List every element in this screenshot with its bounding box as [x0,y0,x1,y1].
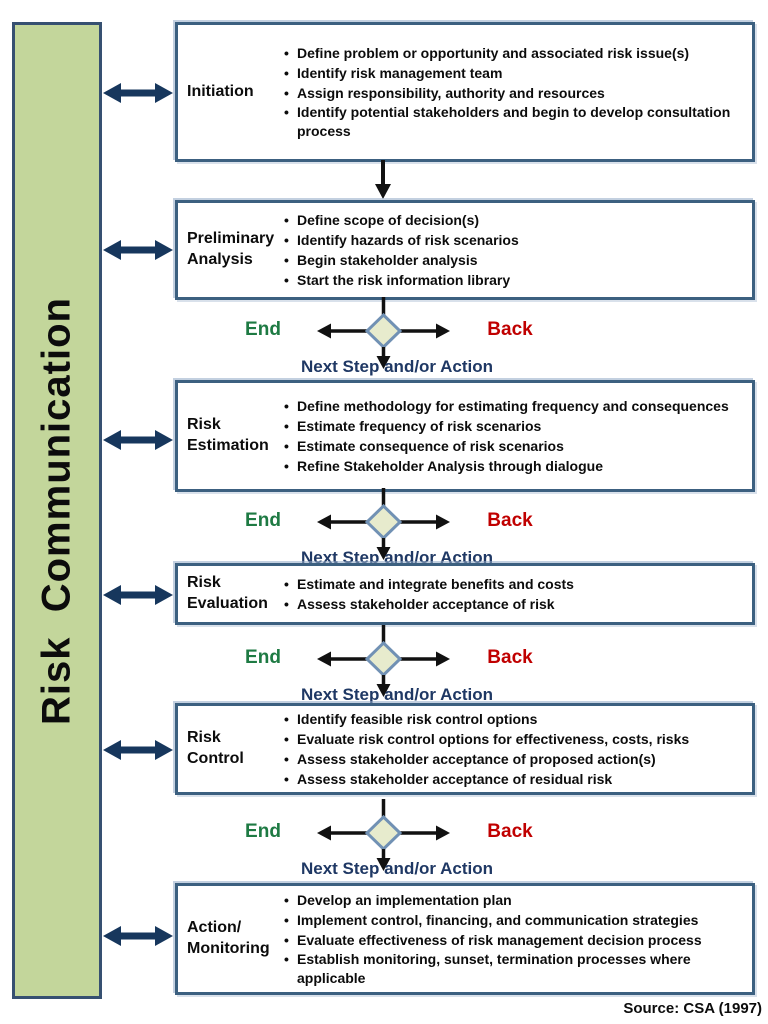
bidirectional-arrow-icon [103,585,173,605]
back-label: Back [487,821,533,842]
bullet-item: Estimate consequence of risk scenarios [282,437,748,456]
stage-action-monitoring: Action/ Monitoring Develop an implementa… [175,883,755,995]
decision-diamond-icon [364,312,403,350]
decision-diamond-icon [364,814,403,852]
bullet-item: Estimate frequency of risk scenarios [282,417,748,436]
down-arrow-icon [375,160,391,199]
bidirectional-arrow-icon [103,240,173,260]
bidirectional-arrow-icon [103,430,173,450]
decision-cross-arrows-icon [317,488,450,560]
bullet-item: Assess stakeholder acceptance of residua… [282,770,748,789]
back-label: Back [487,647,533,668]
stage-bullet-list: Develop an implementation plan Implement… [282,883,752,995]
decision-diamond-icon [364,503,403,541]
bullet-item: Define scope of decision(s) [282,211,748,230]
decision-cross-arrows-icon [317,625,450,697]
decision-cross-arrows-icon [317,297,450,369]
bidirectional-arrow-icon [103,926,173,946]
bullet-item: Evaluate risk control options for effect… [282,730,748,749]
source-citation: Source: CSA (1997) [623,1000,762,1017]
bullet-item: Identify potential stakeholders and begi… [282,103,748,140]
stage-title: Risk Evaluation [187,574,268,612]
decision-point: End Back Next Step and/or Action [230,488,550,572]
bullet-item: Estimate and integrate benefits and cost… [282,575,748,594]
risk-communication-label: Risk Communication [34,296,79,725]
end-label: End [245,647,281,668]
next-step-label: Next Step and/or Action [300,685,494,704]
stage-title: Action/ Monitoring [187,919,270,957]
decision-diamond-icon [364,640,403,678]
bidirectional-arrow-icon [103,740,173,760]
end-label: End [245,510,281,531]
stage-title: Risk Control [187,729,244,767]
stage-risk-control: Risk Control Identify feasible risk cont… [175,703,755,795]
bullet-item: Implement control, financing, and commun… [282,911,748,930]
bullet-item: Assess stakeholder acceptance of propose… [282,750,748,769]
stage-initiation: Initiation Define problem or opportunity… [175,22,755,162]
stage-bullet-list: Define problem or opportunity and associ… [282,36,752,148]
stage-bullet-list: Identify feasible risk control options E… [282,702,752,795]
stage-title: Initiation [187,82,254,100]
bullet-item: Identify feasible risk control options [282,710,748,729]
stage-risk-evaluation: Risk Evaluation Estimate and integrate b… [175,563,755,625]
bullet-item: Evaluate effectiveness of risk managemen… [282,931,748,950]
stage-risk-estimation: Risk Estimation Define methodology for e… [175,380,755,492]
stage-preliminary-analysis: Preliminary Analysis Define scope of dec… [175,200,755,300]
stage-bullet-list: Define methodology for estimating freque… [282,389,752,482]
decision-point: End Back Next Step and/or Action [230,625,550,709]
bullet-item: Identify risk management team [282,64,748,83]
bullet-item: Define methodology for estimating freque… [282,397,748,416]
decision-point: End Back Next Step and/or Action [230,799,550,883]
end-label: End [245,821,281,842]
next-step-label: Next Step and/or Action [300,357,494,376]
bullet-item: Identify hazards of risk scenarios [282,231,748,250]
bullet-item: Start the risk information library [282,271,748,290]
bullet-item: Refine Stakeholder Analysis through dial… [282,457,748,476]
back-label: Back [487,319,533,340]
bidirectional-arrow-icon [103,83,173,103]
end-label: End [245,319,281,340]
stage-title: Risk Estimation [187,416,269,454]
stage-title: Preliminary Analysis [187,230,275,268]
bullet-item: Develop an implementation plan [282,891,748,910]
stage-bullet-list: Define scope of decision(s) Identify haz… [282,203,752,296]
bullet-item: Begin stakeholder analysis [282,251,748,270]
bullet-item: Assess stakeholder acceptance of risk [282,595,748,614]
decision-point: End Back Next Step and/or Action [230,297,550,381]
next-step-label: Next Step and/or Action [300,548,494,567]
bullet-item: Assign responsibility, authority and res… [282,84,748,103]
bullet-item: Establish monitoring, sunset, terminatio… [282,950,748,987]
decision-cross-arrows-icon [317,799,450,871]
back-label: Back [487,510,533,531]
next-step-label: Next Step and/or Action [300,859,494,878]
risk-communication-bar: Risk Communication [12,22,102,999]
stage-bullet-list: Estimate and integrate benefits and cost… [282,567,752,620]
bullet-item: Define problem or opportunity and associ… [282,44,748,63]
